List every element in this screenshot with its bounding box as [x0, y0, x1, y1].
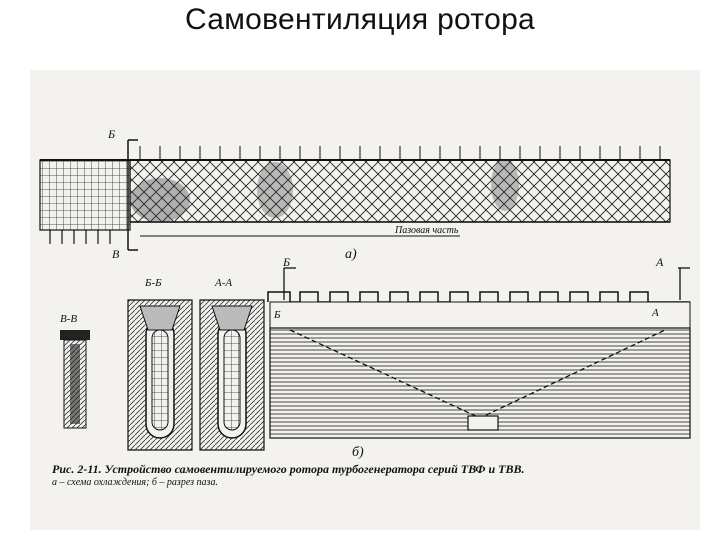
- label-part-a: а): [345, 247, 357, 262]
- slide-title: Самовентиляция ротора: [184, 3, 536, 36]
- section-vv-drawing: [60, 330, 90, 429]
- slot-section-drawing: [267, 267, 691, 439]
- label-section-bb: Б-Б: [144, 277, 162, 289]
- label-b-top-left: Б: [107, 127, 115, 141]
- label-a-right: А: [655, 255, 664, 269]
- label-b-right: Б: [282, 255, 290, 269]
- label-a-small: А: [651, 307, 659, 319]
- label-part-b: б): [352, 445, 364, 460]
- figure-caption: Рис. 2-11. Устройство самовентилируемого…: [52, 462, 692, 490]
- cooling-scheme-diagram: [39, 139, 671, 251]
- label-slot-part: Пазовая часть: [394, 225, 459, 236]
- label-b-small: Б: [273, 309, 281, 321]
- label-section-aa: А-А: [214, 277, 232, 289]
- section-bb-drawing: [127, 299, 193, 451]
- section-aa-drawing: [199, 299, 265, 451]
- caption-line-1: Рис. 2-11. Устройство самовентилируемого…: [52, 462, 525, 476]
- caption-line-2: а – схема охлаждения; б – разрез паза.: [52, 477, 218, 488]
- label-section-vv: В-В: [60, 313, 77, 325]
- label-v-bottom-left: В: [112, 247, 120, 261]
